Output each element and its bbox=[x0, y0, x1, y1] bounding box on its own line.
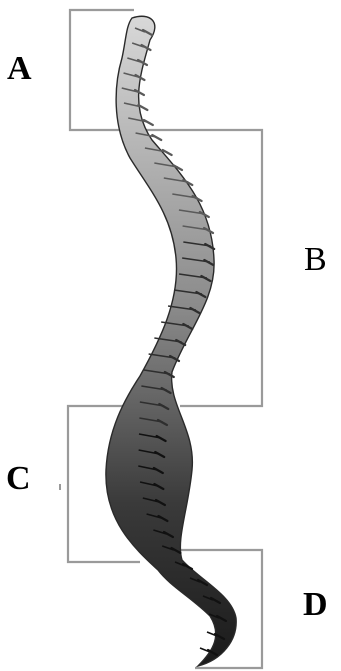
region-label-c: C bbox=[6, 462, 31, 496]
region-label-d: D bbox=[303, 588, 328, 622]
spinous-process bbox=[152, 135, 161, 140]
spinous-process bbox=[144, 120, 153, 125]
stray-mark bbox=[59, 484, 61, 490]
region-label-b: B bbox=[304, 243, 327, 277]
region-label-a: A bbox=[7, 52, 32, 86]
